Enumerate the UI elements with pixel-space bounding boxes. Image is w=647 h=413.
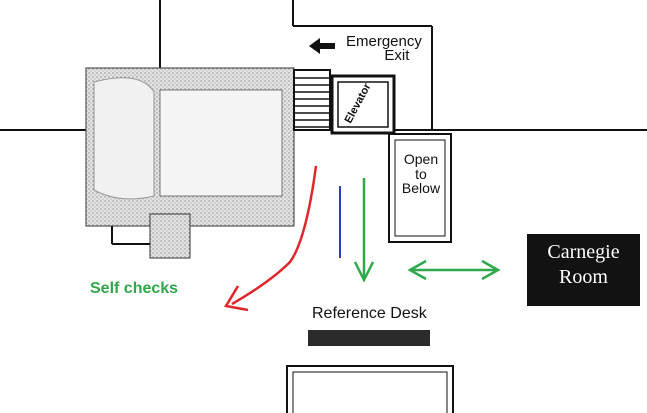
down-arrow-icon (353, 178, 375, 283)
open-to-below-outline (388, 133, 452, 243)
reference-desk-label: Reference Desk (312, 305, 427, 322)
emergency-label-line1: Emergency (346, 33, 422, 50)
stairs (293, 69, 331, 131)
carnegie-label-line2: Room (559, 266, 608, 288)
stippled-block (85, 67, 295, 259)
emergency-exit-label: Emergency Exit (346, 34, 422, 64)
reference-desk-bar (308, 330, 430, 346)
lower-room (286, 365, 454, 413)
carnegie-label-line1: Carnegie (547, 241, 620, 263)
open-to-below-line1: Open (403, 151, 439, 167)
curved-arrow-icon (223, 165, 318, 312)
exterior-walls (0, 0, 647, 131)
elevator (330, 74, 396, 135)
emergency-label-line2: Exit (384, 46, 410, 64)
left-arrow-icon (309, 38, 335, 54)
carnegie-room-sign: Carnegie Room (527, 234, 640, 306)
self-checks-label: Self checks (90, 280, 179, 297)
open-to-below-line2: to (415, 165, 427, 182)
open-to-below-label: Open to Below (396, 152, 446, 196)
double-arrow-icon (407, 259, 501, 281)
open-to-below-line3: Below (401, 180, 441, 197)
